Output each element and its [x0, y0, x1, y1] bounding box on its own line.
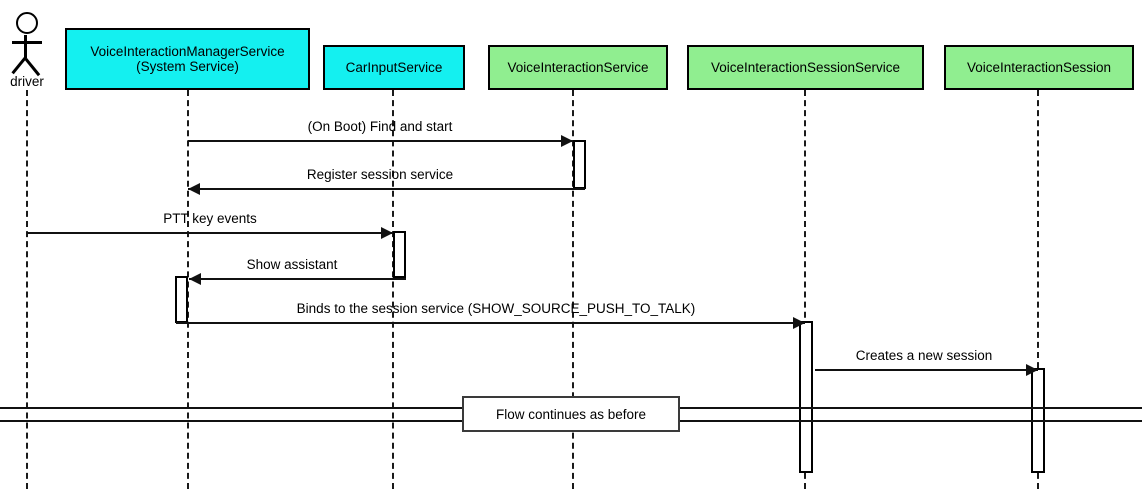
- message-line-m6: [815, 369, 1038, 371]
- message-label-m5: Binds to the session service (SHOW_SOURC…: [296, 301, 696, 316]
- participant-box-vims[interactable]: VoiceInteractionManagerService(System Se…: [65, 28, 310, 90]
- actor-head-icon: [16, 12, 38, 34]
- participant-label-vise: VoiceInteractionSession: [966, 60, 1112, 75]
- message-label-m2: Register session service: [306, 167, 454, 182]
- lifeline-vise: [1037, 90, 1039, 489]
- lifeline-cis: [392, 90, 394, 489]
- message-arrowhead-m2: [188, 183, 200, 195]
- participant-label-line2-vims: (System Service): [136, 59, 239, 74]
- message-line-m1: [188, 140, 573, 142]
- lifeline-viss: [804, 90, 806, 489]
- participant-label-line1-vims: VoiceInteractionManagerService: [90, 44, 285, 59]
- actor-leg-right: [25, 58, 40, 76]
- message-line-m4: [189, 278, 406, 280]
- lifeline-vims: [187, 90, 189, 489]
- message-arrowhead-m6: [1026, 364, 1038, 376]
- participant-label-vis: VoiceInteractionService: [507, 60, 649, 75]
- message-label-m3: PTT key events: [163, 211, 257, 226]
- participant-label-vims: VoiceInteractionManagerService(System Se…: [90, 44, 284, 74]
- participant-box-viss[interactable]: VoiceInteractionSessionService: [687, 45, 924, 90]
- divider-note-box: Flow continues as before: [462, 396, 680, 432]
- message-label-m1: (On Boot) Find and start: [307, 119, 453, 134]
- message-arrowhead-m5: [793, 317, 805, 329]
- participant-box-vis[interactable]: VoiceInteractionService: [488, 45, 668, 90]
- participant-label-cis: CarInputService: [345, 60, 443, 75]
- divider-note-label: Flow continues as before: [495, 406, 647, 422]
- message-line-m5: [176, 322, 805, 324]
- message-line-m3: [27, 232, 393, 234]
- participant-label-viss: VoiceInteractionSessionService: [710, 60, 901, 75]
- message-label-m6: Creates a new session: [855, 348, 993, 363]
- lifeline-driver: [26, 90, 28, 489]
- participant-box-cis[interactable]: CarInputService: [323, 45, 465, 90]
- activation-bar-viss: [799, 321, 813, 473]
- lifeline-vis: [572, 90, 574, 489]
- message-arrowhead-m4: [189, 273, 201, 285]
- actor-torso: [24, 35, 27, 58]
- message-line-m2: [188, 188, 585, 190]
- message-arrowhead-m1: [561, 135, 573, 147]
- activation-bar-cis: [393, 231, 406, 278]
- participant-box-vise[interactable]: VoiceInteractionSession: [944, 45, 1134, 90]
- message-arrowhead-m3: [381, 227, 393, 239]
- actor-arms: [12, 41, 42, 44]
- actor-label: driver: [10, 74, 44, 89]
- message-label-m4: Show assistant: [246, 257, 338, 272]
